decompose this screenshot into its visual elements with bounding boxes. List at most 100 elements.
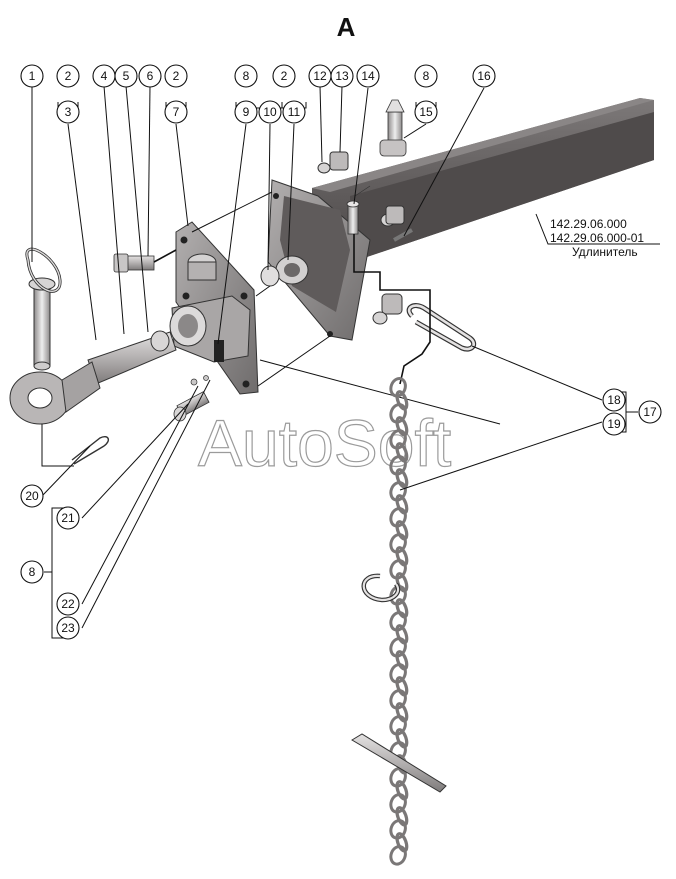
chain-link — [389, 585, 407, 606]
chain-link — [395, 806, 409, 827]
callouts: 1 2 3 4 5 6 2 7 8 9 10 2 11 12 13 14 8 1… — [20, 64, 662, 640]
callout-17: 17 — [638, 400, 662, 424]
callout-7: 7 — [164, 100, 188, 124]
chain-link — [389, 559, 407, 580]
svg-text:2: 2 — [65, 69, 72, 83]
hitch-plate — [169, 221, 259, 395]
drawbar-eye — [9, 330, 177, 425]
svg-text:8: 8 — [243, 69, 250, 83]
svg-text:18: 18 — [607, 393, 621, 407]
svg-text:4: 4 — [101, 69, 108, 83]
chain-link — [389, 845, 407, 866]
assembly-name: Удлинитель — [572, 245, 638, 259]
callout-4: 4 — [92, 64, 116, 88]
svg-text:15: 15 — [419, 105, 433, 119]
callout-8b: 8 — [414, 64, 438, 88]
view-title: А — [337, 12, 356, 42]
chain-link — [389, 819, 407, 840]
svg-text:10: 10 — [263, 105, 277, 119]
chain-hanger-line — [353, 234, 431, 385]
leader-lines — [31, 85, 660, 639]
assembly-axis-lines — [153, 191, 501, 425]
callout-21: 21 — [56, 506, 80, 530]
chain-link — [389, 429, 407, 450]
svg-text:13: 13 — [335, 69, 349, 83]
chain-link — [395, 650, 409, 671]
svg-text:19: 19 — [607, 417, 621, 431]
svg-text:22: 22 — [61, 597, 75, 611]
svg-text:16: 16 — [477, 69, 491, 83]
bolt — [113, 253, 155, 273]
chain-link — [395, 676, 409, 697]
callout-12: 12 — [308, 64, 332, 88]
chain-link — [389, 689, 407, 710]
assembly-number-1: 142.29.06.000 — [550, 217, 627, 231]
svg-text:5: 5 — [123, 69, 130, 83]
chain-link — [395, 598, 409, 619]
svg-text:7: 7 — [173, 105, 180, 119]
chain-link — [395, 832, 409, 853]
chain-link — [389, 611, 407, 632]
svg-text:23: 23 — [61, 621, 75, 635]
chain-link — [389, 793, 407, 814]
callout-22: 22 — [56, 592, 80, 616]
chain-link — [395, 520, 409, 541]
chain-link — [395, 494, 409, 515]
chain-link — [395, 624, 409, 645]
chain-link — [389, 403, 407, 424]
callout-9: 9 — [234, 100, 258, 124]
callout-1: 1 — [20, 64, 44, 88]
tube-flange-plate — [260, 179, 371, 341]
callout-20: 20 — [20, 484, 44, 508]
chain-link — [389, 455, 407, 476]
chain-link — [389, 715, 407, 736]
chain-link — [389, 637, 407, 658]
callout-15: 15 — [414, 100, 438, 124]
callout-13: 13 — [330, 64, 354, 88]
svg-text:8: 8 — [29, 565, 36, 579]
chain-link — [395, 780, 409, 801]
callout-23: 23 — [56, 616, 80, 640]
svg-text:21: 21 — [61, 511, 75, 525]
callout-8a: 8 — [234, 64, 258, 88]
latch-clip — [406, 303, 477, 352]
callout-2b: 2 — [164, 64, 188, 88]
chain-link — [389, 481, 407, 502]
callout-2c: 2 — [272, 64, 296, 88]
callout-2: 2 — [56, 64, 80, 88]
svg-text:8: 8 — [423, 69, 430, 83]
svg-text:3: 3 — [65, 105, 72, 119]
chain-link — [389, 533, 407, 554]
svg-text:1: 1 — [29, 69, 36, 83]
callout-11: 11 — [282, 100, 306, 124]
callout-3: 3 — [56, 100, 80, 124]
callout-19: 19 — [602, 412, 626, 436]
chain-link — [389, 507, 407, 528]
assembly-number-2: 142.29.06.000-01 — [550, 231, 644, 245]
callout-8c: 8 — [20, 560, 44, 584]
chain-link — [395, 546, 409, 567]
callout-6: 6 — [138, 64, 162, 88]
svg-text:2: 2 — [173, 69, 180, 83]
svg-text:14: 14 — [361, 69, 375, 83]
callout-16: 16 — [472, 64, 496, 88]
callout-5: 5 — [114, 64, 138, 88]
chain-ring — [361, 573, 401, 603]
washers-and-nuts — [317, 99, 413, 325]
chain-t-bar — [351, 733, 447, 793]
svg-text:9: 9 — [243, 105, 250, 119]
callout-10: 10 — [258, 100, 282, 124]
svg-text:6: 6 — [147, 69, 154, 83]
cotter-pin — [71, 436, 110, 465]
svg-text:17: 17 — [643, 405, 657, 419]
chain-link — [389, 377, 407, 398]
safety-chain — [389, 377, 409, 866]
watermark: AutoSoft — [198, 406, 451, 480]
svg-text:11: 11 — [288, 105, 301, 119]
assembly-label: 142.29.06.000 142.29.06.000-01 Удлинител… — [550, 217, 644, 259]
svg-text:2: 2 — [281, 69, 288, 83]
callout-14: 14 — [356, 64, 380, 88]
chain-link — [395, 728, 409, 749]
callout-18: 18 — [602, 388, 626, 412]
